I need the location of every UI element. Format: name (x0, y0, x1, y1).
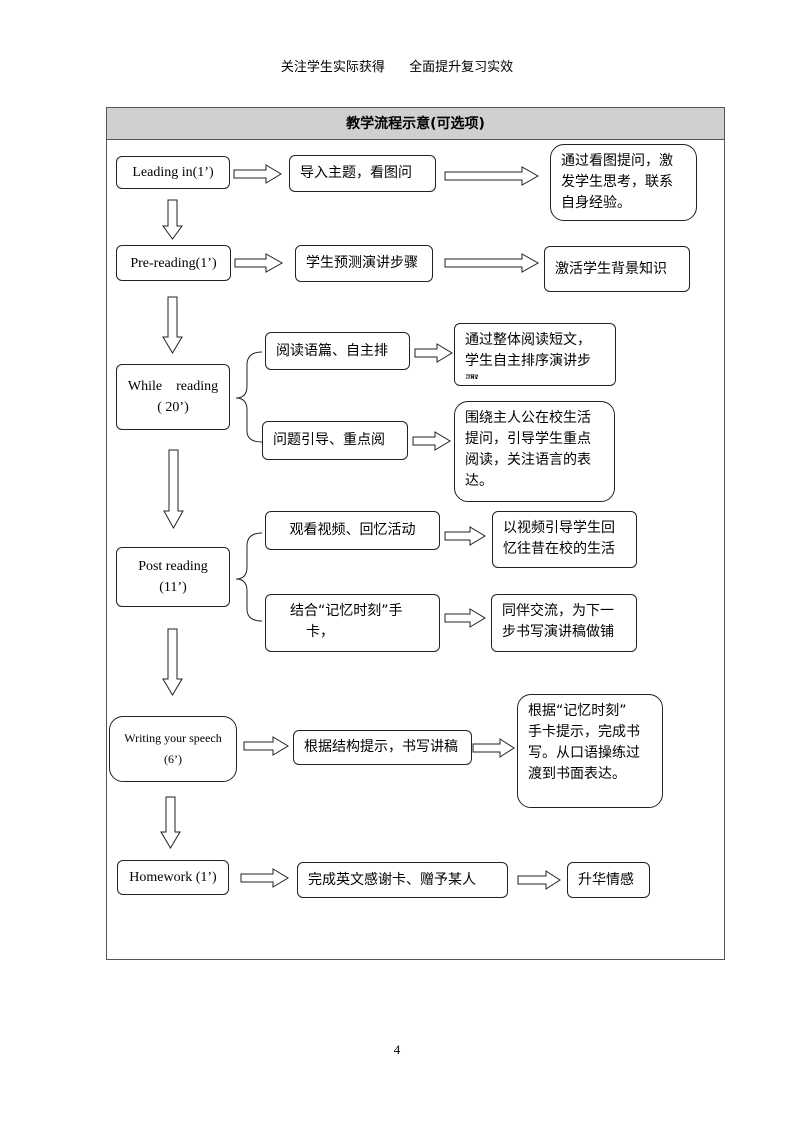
stage-label: Leading in(1’) (132, 165, 214, 180)
stage-label: Homework (1’) (129, 870, 217, 885)
stage-pre-reading: Pre-reading(1’) (116, 245, 231, 281)
activity-writing: 根据结构提示，书写讲稿 (293, 730, 472, 765)
header-right-text: 全面提升复习实效 (409, 60, 514, 75)
stage-label: Pre-reading(1’) (130, 255, 217, 271)
purpose-while-reading-1: 通过整体阅读短文， 学生自主排序演讲步 骤 (454, 323, 616, 386)
activity-text: 问题引导、重点阅 (273, 432, 385, 448)
purpose-text-line: 阅读，关注语言的表 (465, 452, 591, 468)
stage-while-reading: While reading ( 20’) (116, 364, 230, 430)
stage-homework: Homework (1’) (117, 860, 229, 895)
activity-text: 根据结构提示，书写讲稿 (304, 739, 458, 755)
purpose-text-line: 自身经验。 (561, 195, 631, 211)
purpose-post-reading-1: 以视频引导学生回 忆往昔在校的生活 (492, 511, 637, 568)
purpose-text-line: 同伴交流，为下一 (502, 603, 614, 619)
page-header: 关注学生实际获得 全面提升复习实效 (0, 56, 794, 75)
activity-leading-in: 导入主题，看图问 (289, 155, 436, 192)
activity-post-reading-2: 结合“记忆时刻”手 卡， (265, 594, 440, 652)
purpose-text-line: 达。 (465, 473, 493, 489)
purpose-post-reading-2: 同伴交流，为下一 步书写演讲稿做铺 (491, 594, 637, 652)
purpose-text-line: 升华情感 (578, 871, 634, 888)
purpose-writing: 根据“记忆时刻” 手卡提示，完成书 写。从口语操练过 渡到书面表达。 (517, 694, 663, 808)
stage-label: While reading (127, 379, 219, 394)
purpose-text-line: 通过看图提问，激 (561, 153, 673, 169)
activity-homework: 完成英文感谢卡、赠予某人 (297, 862, 508, 898)
activity-text: 学生预测演讲步骤 (306, 255, 418, 271)
purpose-text-line: 根据“记忆时刻” (528, 703, 627, 719)
activity-text: 阅读语篇、自主排 (276, 342, 388, 359)
page-number: 4 (393, 1042, 401, 1057)
stage-post-reading: Post reading (11’) (116, 547, 230, 607)
activity-text-line: 卡， (306, 624, 334, 640)
stage-label: Writing your speech (124, 731, 222, 745)
activity-text: 导入主题，看图问 (300, 165, 412, 181)
stage-leading-in: Leading in(1’) (116, 156, 230, 189)
activity-text: 完成英文感谢卡、赠予某人 (308, 871, 476, 888)
purpose-text-line: 以视频引导学生回 (503, 520, 615, 536)
purpose-text-line: 围绕主人公在校生活 (465, 410, 591, 426)
purpose-text-line: 写。从口语操练过 (528, 745, 640, 761)
purpose-text-line: 激活学生背景知识 (555, 260, 667, 277)
purpose-text-line: 提问，引导学生重点 (465, 431, 591, 447)
purpose-text-line: 渡到书面表达。 (528, 766, 626, 782)
stage-duration: ( 20’) (157, 400, 189, 415)
activity-text: 观看视频、回忆活动 (289, 522, 416, 538)
activity-text-line: 结合“记忆时刻”手 (290, 603, 403, 619)
activity-post-reading-1: 观看视频、回忆活动 (265, 511, 440, 550)
stage-duration: (6’) (164, 752, 182, 766)
purpose-homework: 升华情感 (567, 862, 650, 898)
purpose-text-line: 通过整体阅读短文， (465, 332, 591, 348)
flowchart-title: 教学流程示意(可选项) (107, 108, 724, 140)
purpose-text-line: 学生自主排序演讲步 (465, 353, 591, 369)
purpose-text-line: 忆往昔在校的生活 (503, 541, 615, 557)
stage-writing-speech: Writing your speech (6’) (109, 716, 237, 782)
activity-while-reading-1: 阅读语篇、自主排 (265, 332, 410, 370)
stage-duration: (11’) (159, 580, 187, 595)
purpose-text-line: 步书写演讲稿做铺 (502, 624, 614, 640)
flowchart-frame: 教学流程示意(可选项) (106, 107, 725, 960)
stage-label: Post reading (138, 559, 208, 574)
purpose-while-reading-2: 围绕主人公在校生活 提问，引导学生重点 阅读，关注语言的表 达。 (454, 401, 615, 502)
purpose-text-line: 骤 (465, 372, 605, 379)
activity-pre-reading: 学生预测演讲步骤 (295, 245, 433, 282)
header-left-text: 关注学生实际获得 (280, 60, 385, 75)
activity-while-reading-2: 问题引导、重点阅 (262, 421, 408, 460)
purpose-text-line: 发学生思考，联系 (561, 174, 673, 190)
purpose-pre-reading: 激活学生背景知识 (544, 246, 690, 292)
purpose-leading-in: 通过看图提问，激 发学生思考，联系 自身经验。 (550, 144, 697, 221)
purpose-text-line: 手卡提示，完成书 (528, 724, 640, 740)
